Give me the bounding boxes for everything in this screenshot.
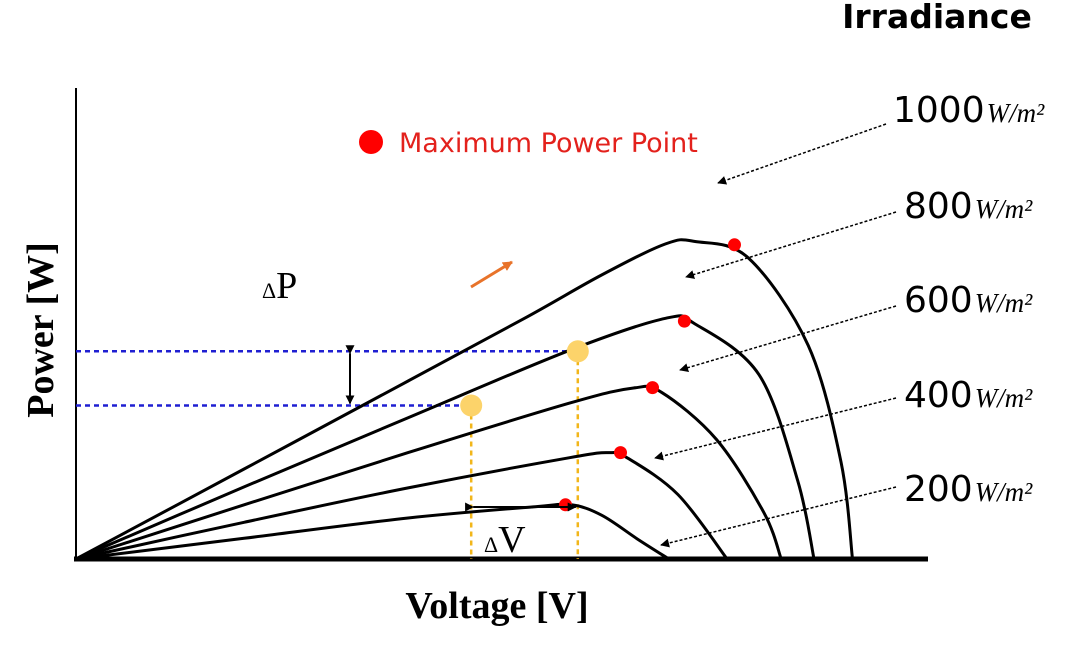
- irradiance-pointer-800: [685, 211, 897, 279]
- operating-point-2: [566, 340, 589, 363]
- irradiance-unit-600: W/m²: [975, 288, 1033, 318]
- curve-1000: [75, 238, 854, 561]
- irradiance-value-800: 800: [904, 186, 973, 227]
- axes: [74, 88, 928, 562]
- legend-label: Maximum Power Point: [399, 128, 698, 159]
- legend: Maximum Power Point: [359, 128, 698, 159]
- mpp-marker-400: [614, 446, 627, 460]
- mpp-marker-1000: [728, 238, 741, 252]
- operating-points: [460, 340, 589, 417]
- operating-point-1: [460, 394, 483, 417]
- legend-marker: [359, 130, 383, 154]
- delta-v-symbol: Δ: [484, 532, 498, 557]
- irradiance-pointer-400: [654, 397, 897, 461]
- mpp-markers: [559, 238, 741, 512]
- irradiance-pointer-600: [679, 305, 897, 373]
- mpp-marker-600: [646, 381, 659, 395]
- mpp-marker-800: [677, 314, 691, 328]
- delta-p-label: ΔP: [262, 265, 297, 307]
- irradiance-value-600: 600: [904, 280, 973, 321]
- delta-p-symbol: Δ: [262, 278, 276, 303]
- x-axis-label: Voltage [V]: [405, 585, 588, 627]
- curve-800: [75, 314, 816, 561]
- header-title: Irradiance: [842, 0, 1032, 36]
- irradiance-unit-800: W/m²: [975, 194, 1033, 224]
- delta-p-letter: P: [276, 265, 297, 307]
- irradiance-unit-200: W/m²: [975, 477, 1033, 507]
- delta-annotations: ΔP ΔV: [262, 260, 577, 561]
- irradiance-unit-1000: W/m²: [987, 98, 1045, 128]
- delta-v-label: ΔV: [484, 519, 526, 561]
- irradiance-pointer-1000: [717, 123, 887, 185]
- direction-arrow: [470, 260, 513, 289]
- mpp-marker-200: [559, 498, 572, 512]
- delta-v-letter: V: [498, 519, 526, 561]
- irradiance-value-200: 200: [904, 469, 973, 510]
- irradiance-value-1000: 1000: [893, 90, 985, 131]
- curve-600: [75, 384, 783, 561]
- irradiance-value-400: 400: [904, 375, 973, 416]
- irradiance-unit-400: W/m²: [975, 383, 1033, 413]
- irradiance-pointer-200: [660, 486, 897, 548]
- curve-400: [75, 450, 729, 561]
- y-axis-label: Power [W]: [20, 242, 62, 418]
